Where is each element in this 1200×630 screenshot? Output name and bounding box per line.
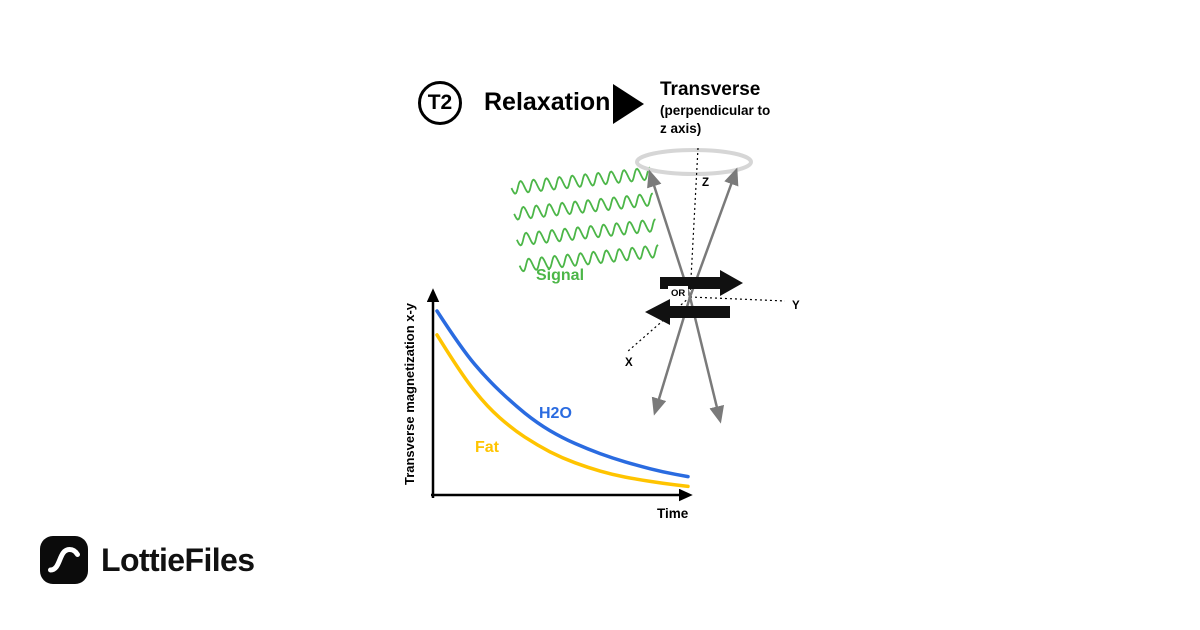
signal-wave-line bbox=[516, 218, 656, 247]
t2-badge-label: T2 bbox=[427, 91, 453, 114]
signal-wave-line bbox=[513, 192, 654, 221]
fat-decay-curve bbox=[435, 333, 690, 489]
transverse-arrow-right-icon bbox=[660, 270, 743, 296]
magnetization-axes-diagram: OR Z Y X bbox=[625, 147, 800, 424]
brand-name: LottieFiles bbox=[101, 541, 255, 578]
z-axis-dotted-line bbox=[689, 147, 699, 298]
spin-vector-up-right bbox=[688, 167, 739, 298]
h2o-series-label: H2O bbox=[539, 405, 572, 422]
fat-series-label: Fat bbox=[475, 439, 500, 456]
spin-vector-up-left bbox=[647, 169, 692, 298]
or-label: OR bbox=[671, 288, 685, 299]
signal-label: Signal bbox=[536, 267, 585, 284]
signal-wave-line bbox=[518, 244, 659, 273]
or-label-bg bbox=[668, 286, 688, 298]
transverse-arrow-left-icon bbox=[645, 299, 730, 325]
y-axis-dotted-line bbox=[689, 296, 786, 302]
chart-x-axis-title: Time bbox=[657, 506, 689, 521]
x-axis-dotted-line bbox=[626, 296, 691, 353]
t2-badge: T2 bbox=[418, 81, 462, 125]
lottiefiles-logo-icon bbox=[40, 536, 88, 584]
signal-wave-line bbox=[510, 166, 651, 195]
z-axis-label: Z bbox=[702, 177, 709, 189]
y-axis-label: Y bbox=[792, 300, 800, 312]
relaxation-label: Relaxation bbox=[484, 88, 611, 116]
signal-waves-icon bbox=[510, 166, 659, 273]
brand-footer: LottieFiles bbox=[40, 536, 255, 584]
precession-ellipse bbox=[635, 148, 753, 176]
arrow-right-icon bbox=[613, 84, 644, 124]
h2o-decay-curve bbox=[435, 309, 690, 479]
signal-waves-group bbox=[510, 166, 659, 273]
x-axis-label: X bbox=[625, 357, 633, 369]
transverse-label: Transverse bbox=[660, 79, 761, 100]
chart-y-axis-title: Transverse magnetization x-y bbox=[402, 302, 417, 485]
transverse-note: (perpendicular to z axis) bbox=[660, 103, 771, 136]
decay-chart: H2O Fat Transverse magnetization x-y Tim… bbox=[402, 288, 693, 521]
